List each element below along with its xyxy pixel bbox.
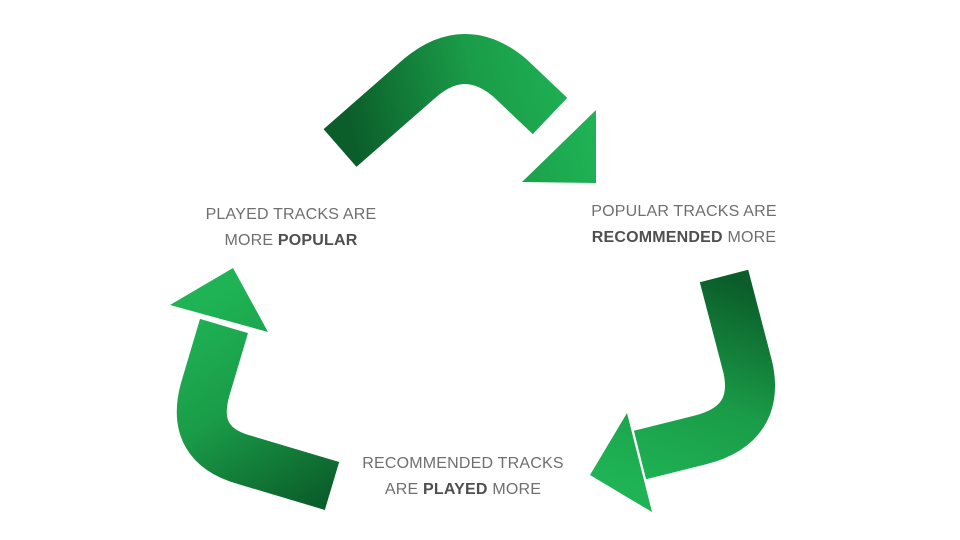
label-text: MORE [224,232,278,249]
label-line: MORE POPULAR [191,228,391,254]
label-popular-recommended-more: POPULAR TRACKS ARE RECOMMENDED MORE [569,199,799,251]
label-bold: PLAYED [423,481,488,498]
label-line: ARE PLAYED MORE [338,477,588,503]
label-text: MORE [487,481,542,498]
label-line: PLAYED TRACKS ARE [205,206,377,223]
label-text: MORE [722,229,777,246]
arrow-top [323,34,596,183]
label-line: RECOMMENDED MORE [569,225,799,251]
arrow-right [590,269,775,512]
label-played-more-popular: PLAYED TRACKS ARE MORE POPULAR [191,202,391,254]
arrow-left [170,268,340,510]
label-recommended-played-more: RECOMMENDED TRACKS ARE PLAYED MORE [338,451,588,503]
label-line: POPULAR TRACKS ARE [591,203,777,220]
label-line: RECOMMENDED TRACKS [362,455,564,472]
label-bold: RECOMMENDED [591,229,723,246]
label-bold: POPULAR [277,232,358,249]
label-text: ARE [384,481,424,498]
